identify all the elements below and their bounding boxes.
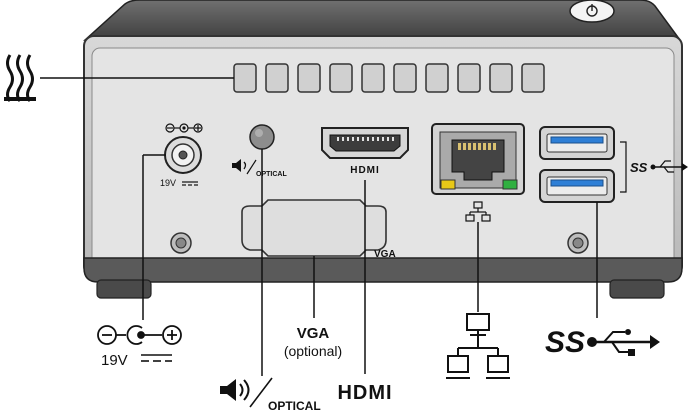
hdmi-port [321, 127, 409, 159]
svg-text:SS: SS [630, 160, 648, 175]
svg-text:SS: SS [545, 326, 585, 359]
activity-led-green [502, 179, 518, 190]
power-button [569, 0, 615, 23]
speaker-icon [220, 377, 273, 408]
optical-label: OPTICAL [268, 399, 321, 413]
screw-hole-left [170, 232, 192, 254]
audio-optical-jack [249, 124, 275, 150]
hdmi-small-label: HDMI [350, 165, 380, 176]
ethernet-port [431, 123, 525, 195]
dc-polarity-icon [97, 325, 182, 345]
vent-slots [233, 63, 545, 93]
dc-symbol-lines [141, 354, 172, 362]
leader-lines [142, 149, 598, 376]
optical-small-label: OPTICAL [256, 171, 287, 178]
hdmi-label: HDMI [337, 382, 392, 404]
screw-hole-right [567, 232, 589, 254]
speaker-small-icon [232, 159, 257, 175]
usb-port-bottom [539, 169, 615, 203]
dc-voltage-label: 19V [101, 352, 128, 369]
vga-small-label: VGA [374, 249, 396, 260]
vga-title: VGA [297, 325, 330, 342]
network-icon [446, 313, 510, 379]
usb-small-icon: SS [630, 160, 688, 175]
usb-bracket [620, 141, 627, 193]
dc-small-voltage-label: 19V [160, 178, 176, 188]
usb-superspeed-icon: SS [545, 326, 660, 359]
dc-power-jack [164, 123, 203, 186]
usb-port-top [539, 126, 615, 160]
link-led-yellow [440, 179, 456, 190]
network-small-icon [465, 201, 491, 222]
heat-vent-icon [4, 54, 36, 102]
chassis-top [83, 0, 682, 41]
vga-knockout [241, 199, 387, 257]
vga-subtitle: (optional) [284, 343, 342, 359]
